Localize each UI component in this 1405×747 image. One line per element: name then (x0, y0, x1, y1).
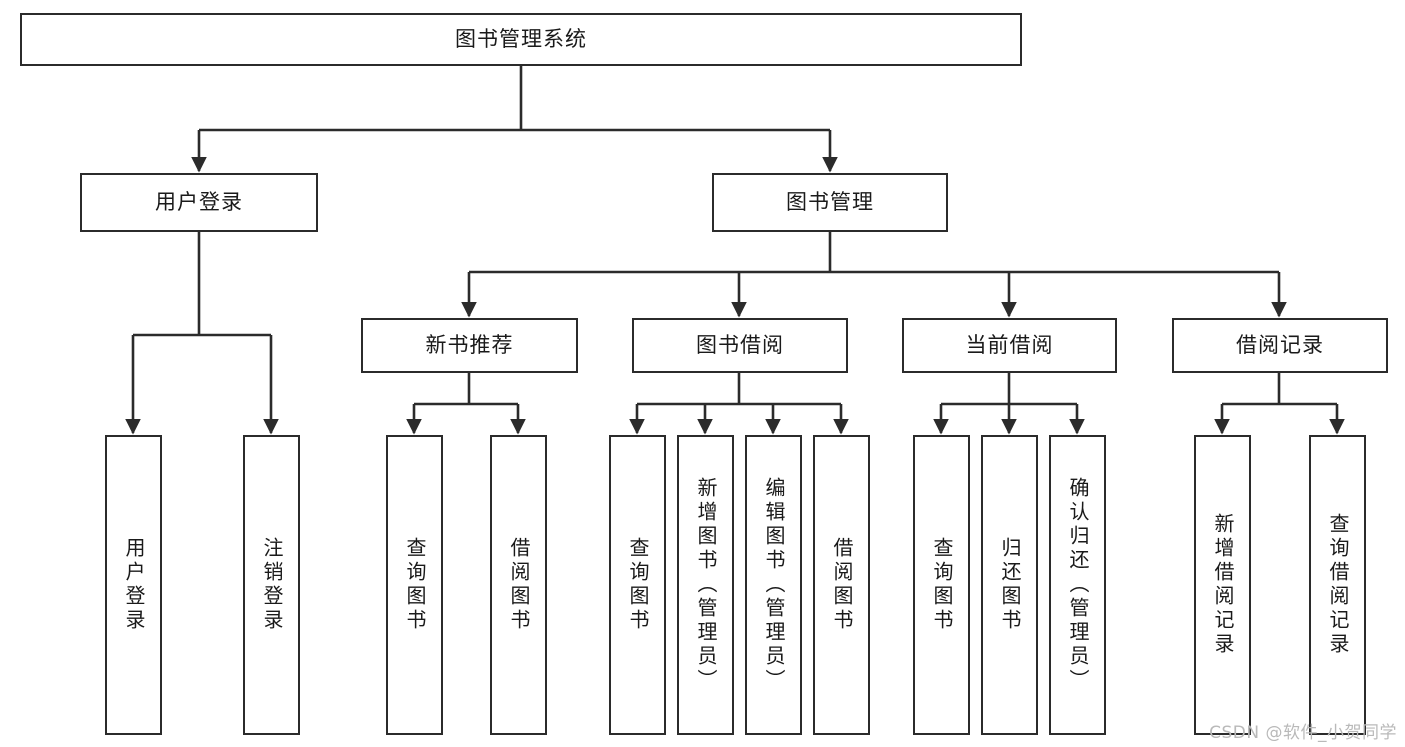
leaf-label: 借阅图书 (507, 537, 531, 633)
leaf-user-login-signin[interactable]: 用户登录 (105, 435, 162, 735)
node-root-system[interactable]: 图书管理系统 (20, 13, 1022, 66)
leaf-current-borrow-return[interactable]: 归还图书 (981, 435, 1038, 735)
leaf-current-borrow-confirm-admin[interactable]: 确认归还（管理员） (1049, 435, 1106, 735)
node-current-borrow-label: 当前借阅 (965, 332, 1054, 357)
leaf-book-borrow-add-admin[interactable]: 新增图书（管理员） (677, 435, 734, 735)
node-root-label: 图书管理系统 (455, 26, 587, 51)
leaf-label: 查询借阅记录 (1326, 513, 1350, 657)
leaf-borrow-record-query[interactable]: 查询借阅记录 (1309, 435, 1366, 735)
leaf-new-book-borrow[interactable]: 借阅图书 (490, 435, 547, 735)
leaf-book-borrow-borrow[interactable]: 借阅图书 (813, 435, 870, 735)
node-book-management-label: 图书管理 (786, 189, 874, 214)
node-borrow-record-label: 借阅记录 (1236, 332, 1324, 357)
leaf-new-book-query[interactable]: 查询图书 (386, 435, 443, 735)
node-current-borrow[interactable]: 当前借阅 (902, 318, 1117, 373)
leaf-current-borrow-query[interactable]: 查询图书 (913, 435, 970, 735)
leaf-user-login-signout[interactable]: 注销登录 (243, 435, 300, 735)
leaf-label: 确认归还（管理员） (1066, 477, 1090, 693)
node-borrow-record[interactable]: 借阅记录 (1172, 318, 1388, 373)
node-book-borrow-label: 图书借阅 (696, 332, 784, 357)
leaf-label: 查询图书 (930, 537, 954, 633)
leaf-label: 用户登录 (122, 537, 146, 633)
leaf-label: 查询图书 (403, 537, 427, 633)
leaf-book-borrow-edit-admin[interactable]: 编辑图书（管理员） (745, 435, 802, 735)
leaf-borrow-record-add[interactable]: 新增借阅记录 (1194, 435, 1251, 735)
leaf-label: 新增图书（管理员） (694, 477, 718, 693)
leaf-label: 新增借阅记录 (1211, 513, 1235, 657)
leaf-label: 注销登录 (260, 537, 284, 633)
node-book-management[interactable]: 图书管理 (712, 173, 948, 232)
node-user-login-label: 用户登录 (155, 189, 243, 214)
node-user-login[interactable]: 用户登录 (80, 173, 318, 232)
leaf-label: 归还图书 (998, 537, 1022, 633)
node-book-borrow[interactable]: 图书借阅 (632, 318, 848, 373)
leaf-label: 查询图书 (626, 537, 650, 633)
leaf-label: 借阅图书 (830, 537, 854, 633)
node-new-book-recommend[interactable]: 新书推荐 (361, 318, 578, 373)
leaf-book-borrow-query[interactable]: 查询图书 (609, 435, 666, 735)
csdn-watermark: CSDN @软件_小贺同学 (1209, 723, 1397, 743)
leaf-label: 编辑图书（管理员） (762, 477, 786, 693)
node-new-book-recommend-label: 新书推荐 (425, 332, 514, 357)
